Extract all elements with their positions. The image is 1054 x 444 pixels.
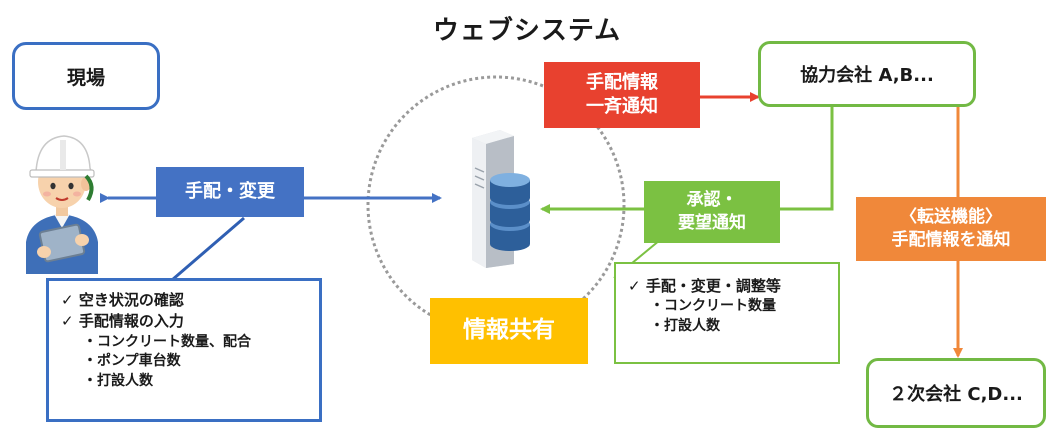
- approval-line1: 承認・: [686, 190, 738, 211]
- partner-company-label: 協力会社 A,B...: [800, 65, 934, 86]
- partner-company-box: 協力会社 A,B...: [758, 41, 976, 107]
- list-subitem: ・コンクリート数量: [650, 298, 776, 315]
- site-label: 現場: [66, 66, 105, 89]
- list-subitem: ・打設人数: [650, 318, 720, 335]
- list-subitem: ・打設人数: [83, 373, 153, 390]
- arrange-change-label: 手配・変更: [156, 167, 304, 217]
- worker-with-tablet-icon: [26, 135, 98, 274]
- info-share-label: 情報共有: [430, 298, 588, 364]
- approval-label: 承認・ 要望通知: [644, 181, 780, 243]
- transfer-line1: 〈転送機能〉: [900, 207, 1002, 228]
- database-server-icon: [472, 130, 530, 268]
- subcontractor-box: ２次会社 C,D...: [866, 358, 1046, 428]
- transfer-line2: 手配情報を通知: [891, 230, 1011, 250]
- approval-connector: [780, 107, 834, 211]
- list-item: ✓ 空き状況の確認: [61, 291, 184, 309]
- list-item: ✓ 手配・変更・調整等: [628, 277, 781, 295]
- site-box: 現場: [12, 42, 160, 110]
- arrange-notify-label: 手配情報 一斉通知: [544, 62, 700, 128]
- left-callout-line: [171, 216, 245, 282]
- list-subitem: ・ポンプ車台数: [83, 353, 181, 370]
- approval-line2: 要望通知: [678, 213, 746, 233]
- partner-task-list: ✓ 手配・変更・調整等 ・コンクリート数量 ・打設人数: [614, 262, 840, 364]
- subcontractor-label: ２次会社 C,D...: [889, 384, 1023, 405]
- site-task-list: ✓ 空き状況の確認 ✓ 手配情報の入力 ・コンクリート数量、配合 ・ポンプ車台数…: [46, 278, 322, 422]
- list-item: ✓ 手配情報の入力: [61, 312, 184, 331]
- page-title: ウェブシステム: [432, 16, 622, 46]
- transfer-label: 〈転送機能〉 手配情報を通知: [856, 197, 1046, 261]
- arrange-notify-line1: 手配情報: [586, 71, 658, 93]
- list-subitem: ・コンクリート数量、配合: [83, 333, 251, 350]
- arrange-notify-line2: 一斉通知: [586, 96, 658, 117]
